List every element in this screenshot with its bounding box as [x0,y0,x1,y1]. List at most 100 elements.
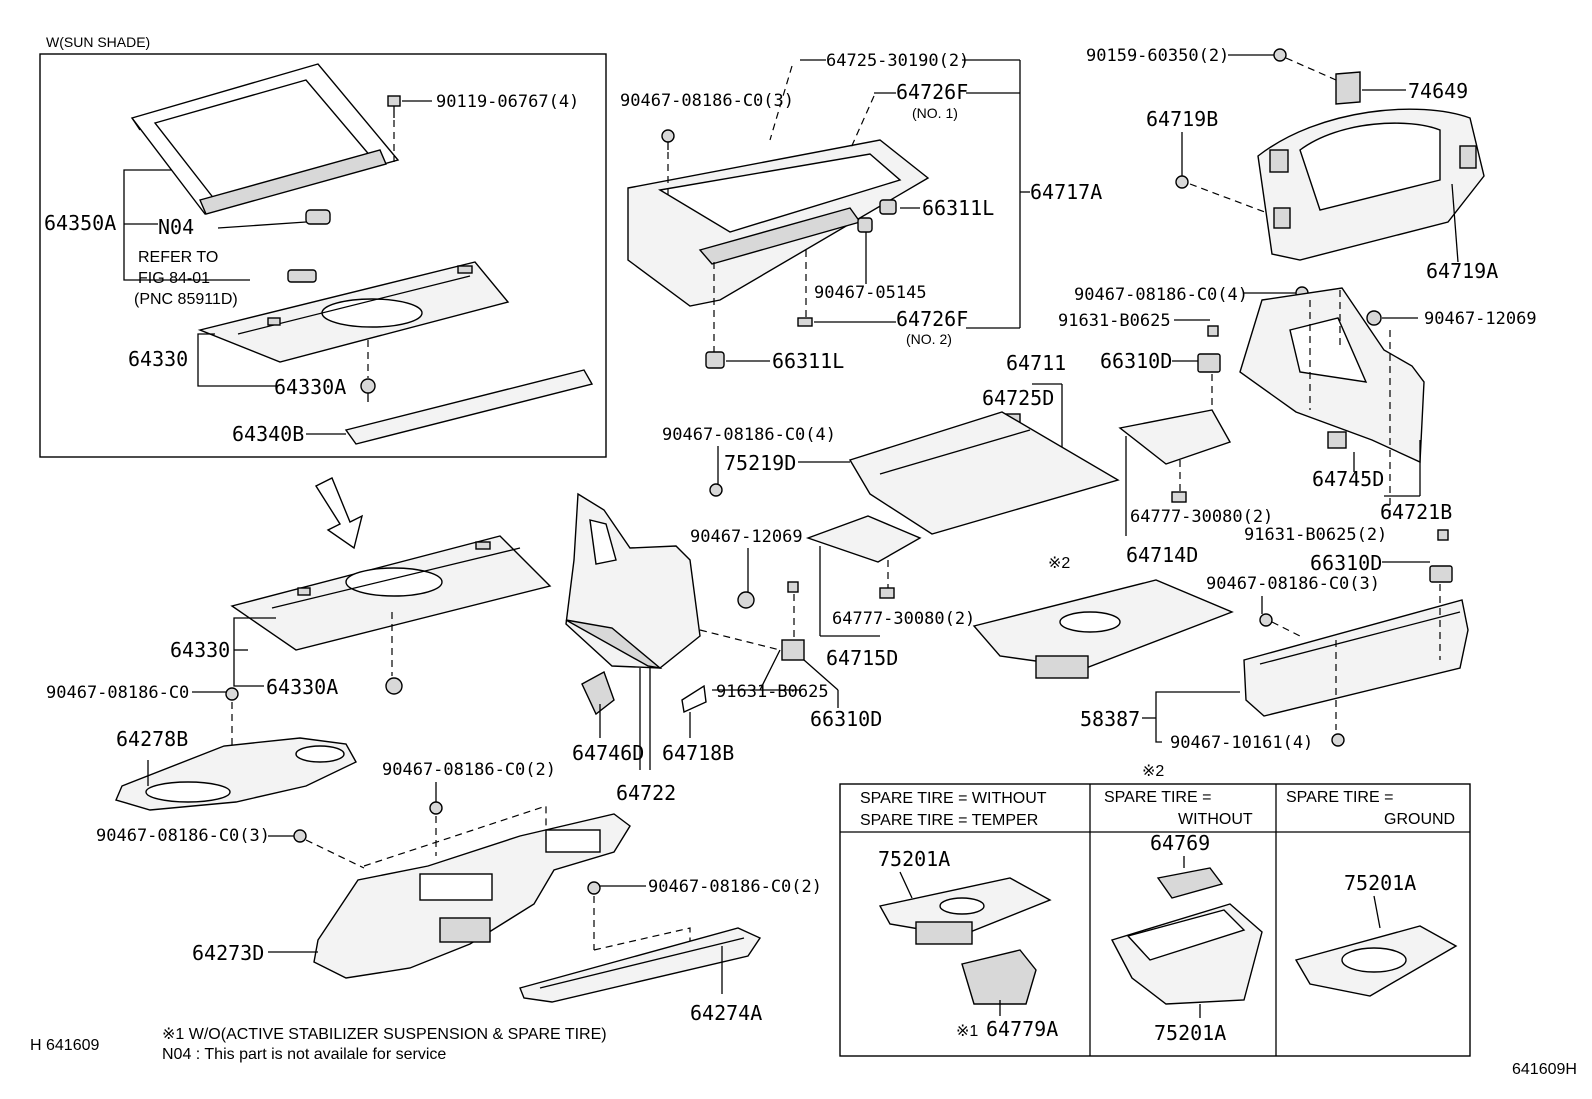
label-90467-c2-a: 90467-08186-C0(2) [382,760,556,780]
label-90467-c0: 90467-08186-C0 [46,683,189,703]
trim-strip [344,369,594,445]
label-64278B: 64278B [116,727,188,751]
label-66310D-mid: 66310D [810,707,882,731]
clip-icon [225,687,239,701]
label-64274A: 64274A [690,1001,762,1025]
spare-tire-cover [972,579,1234,679]
code-right: 641609H [1512,1061,1577,1078]
screw-icon [1437,529,1449,541]
label-66311L-b: 66311L [772,349,844,373]
quarter-trim-64721B [1239,287,1425,464]
mark-1: ※1 [956,1023,978,1040]
screw-icon [787,581,799,593]
label-64273D: 64273D [192,941,264,965]
label-91631-right: 91631-B0625 [1058,311,1171,331]
table-col3-line2: GROUND [1384,811,1455,828]
label-64721B: 64721B [1380,500,1452,524]
label-64330A-top: 64330A [274,375,346,399]
clip-icon [857,217,873,233]
sun-shade-frame [130,63,400,215]
cover-plate [681,684,707,714]
trunk-mat-64715D [805,515,922,563]
label-90159: 90159-60350(2) [1086,46,1229,66]
panel-64274A [519,927,762,1003]
down-arrow-icon [314,477,364,550]
spare-tire-table [839,783,1471,1057]
table-col1-line1: SPARE TIRE = WITHOUT [860,790,1047,807]
table-mark: ※2 [1142,763,1164,780]
label-64330-low: 64330 [170,638,230,662]
clip-icon [1171,491,1187,503]
clip-icon [587,881,601,895]
package-tray-lower [230,535,552,651]
clip-icon [705,351,725,369]
label-64350A: 64350A [44,211,116,235]
clip-icon [1259,613,1273,627]
table-col2-line1: SPARE TIRE = [1104,789,1211,806]
label-75201A-2: 75201A [1154,1021,1226,1045]
bracket-icon [781,639,805,661]
sun-shade-title: W(SUN SHADE) [46,34,150,50]
clip-icon [1197,353,1221,373]
label-64769: 64769 [1150,831,1210,855]
screw-icon [1273,48,1287,62]
screw-icon [1207,325,1219,337]
tub-75201A [1110,903,1263,1005]
clip-icon [1331,733,1345,747]
label-64777-a: 64777-30080(2) [832,609,975,629]
refer-line2: FIG 84-01 [138,270,210,287]
light-housing [581,670,615,716]
label-90467-05145: 90467-05145 [814,283,927,303]
label-no1: (NO. 1) [912,105,958,121]
label-N04: N04 [158,215,194,239]
label-no2: (NO. 2) [906,331,952,347]
sun-shade-box [39,53,607,458]
label-64717A: 64717A [1030,180,1102,204]
label-64725D: 64725D [982,386,1054,410]
lid-64769 [1156,867,1224,899]
label-90467-10161: 90467-10161(4) [1170,733,1313,753]
connector-icon [305,209,331,225]
rear-panel-64717A [627,139,930,307]
clip-icon [797,317,813,327]
tool-tray-64779A [961,949,1037,1005]
sill-plate-58387 [1243,599,1469,717]
spare-cover-75201A [878,877,1052,945]
clip-icon [1366,310,1382,326]
label-74649: 74649 [1408,79,1468,103]
label-64725-30190: 64725-30190(2) [826,51,969,71]
package-tray-top [197,261,510,363]
footnote-1: ※1 W/O(ACTIVE STABILIZER SUSPENSION & SP… [162,1026,607,1043]
label-75219D: 75219D [724,451,796,475]
label-90467-c2-b: 90467-08186-C0(2) [648,877,822,897]
clip-icon [1327,431,1347,449]
label-75201A-1: 75201A [878,847,950,871]
label-90467-c3-top: 90467-08186-C0(3) [620,91,794,111]
clip-icon [385,677,403,695]
label-66310D-lower: 66310D [1310,551,1382,575]
label-91631-2: 91631-B0625(2) [1244,525,1387,545]
label-64722: 64722 [616,781,676,805]
clip-icon [293,829,307,843]
clip-icon [1429,565,1453,583]
label-64718B: 64718B [662,741,734,765]
spare-cover-ground [1294,925,1458,997]
mark-2-center: ※2 [1048,555,1070,572]
table-col2-line2: WITHOUT [1178,811,1253,828]
bolt-icon [387,95,401,118]
tray-64273D [313,813,631,979]
footnote-2: N04 : This part is not availale for serv… [162,1046,446,1063]
label-64746D: 64746D [572,741,644,765]
label-64715D: 64715D [826,646,898,670]
clip-icon [661,129,675,150]
clip-icon [737,591,755,609]
label-75201A-3: 75201A [1344,871,1416,895]
clip-icon [429,801,443,815]
clip-icon [709,483,723,497]
trunk-mat-64714D [1118,409,1232,465]
code-left: H 641609 [30,1037,99,1054]
hook-icon [1335,71,1361,105]
clip-icon [879,199,897,215]
label-66311L-a: 66311L [922,196,994,220]
